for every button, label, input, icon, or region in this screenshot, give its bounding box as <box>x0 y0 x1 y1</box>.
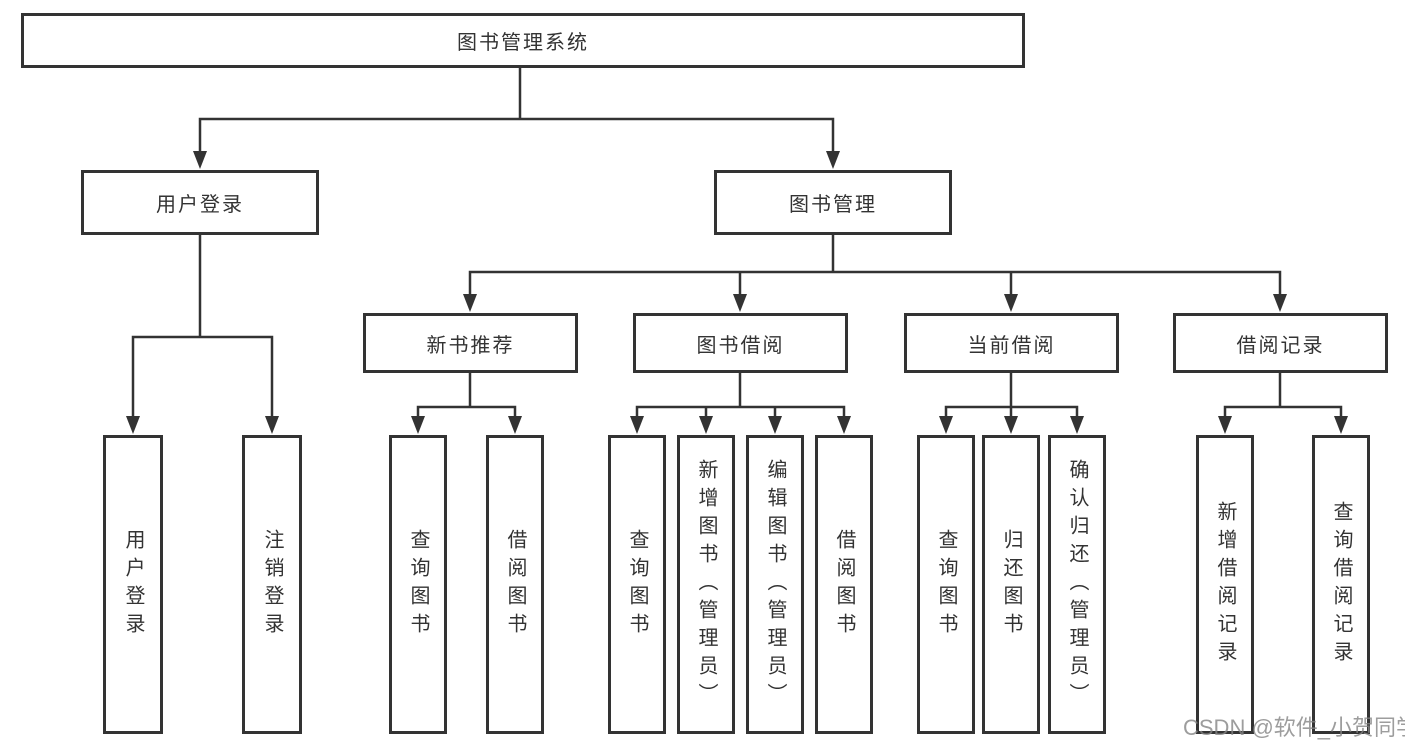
leaf-user-login: 用户登录 <box>103 435 163 734</box>
leaf-cb-return-books: 归还图书 <box>982 435 1040 734</box>
leaf-cb-query-books: 查询图书 <box>917 435 975 734</box>
node-new-book-recommendation: 新书推荐 <box>363 313 578 373</box>
leaf-br-query-record-label: 查询借阅记录 <box>1330 500 1352 669</box>
branch-current-borrowing <box>944 371 1079 419</box>
arrowheads <box>126 151 1348 434</box>
leaf-nb-borrow-books-label: 借阅图书 <box>504 528 526 641</box>
leaf-user-login-label: 用户登录 <box>122 528 144 641</box>
leaf-cb-confirm-return-admin: 确认归还（管理员） <box>1048 435 1106 734</box>
node-borrowing-records: 借阅记录 <box>1173 313 1388 373</box>
leaf-bb-query-books: 查询图书 <box>608 435 666 734</box>
branch-book-management <box>468 233 1282 297</box>
branch-new-books <box>416 371 517 419</box>
branch-user-login <box>131 233 274 419</box>
leaf-cb-return-books-label: 归还图书 <box>1000 528 1022 641</box>
node-user-login: 用户登录 <box>81 170 319 235</box>
leaf-bb-add-books-admin-label: 新增图书（管理员） <box>695 458 717 711</box>
leaf-nb-query-books-label: 查询图书 <box>407 528 429 641</box>
leaf-br-query-record: 查询借阅记录 <box>1312 435 1370 734</box>
leaf-bb-borrow-books-label: 借阅图书 <box>833 528 855 641</box>
leaf-bb-edit-books-admin-label: 编辑图书（管理员） <box>764 458 786 711</box>
node-current-borrowing: 当前借阅 <box>904 313 1119 373</box>
branch-book-borrowing <box>635 371 846 419</box>
leaf-nb-query-books: 查询图书 <box>389 435 447 734</box>
leaf-br-add-record-label: 新增借阅记录 <box>1214 500 1236 669</box>
branch-root <box>198 66 835 154</box>
csdn-watermark: CSDN @软件_小贺同学 <box>1183 715 1405 740</box>
branch-borrow-records <box>1223 371 1343 419</box>
leaf-cb-query-books-label: 查询图书 <box>935 528 957 641</box>
node-book-borrowing: 图书借阅 <box>633 313 848 373</box>
leaf-bb-edit-books-admin: 编辑图书（管理员） <box>746 435 804 734</box>
leaf-logout: 注销登录 <box>242 435 302 734</box>
leaf-nb-borrow-books: 借阅图书 <box>486 435 544 734</box>
leaf-bb-query-books-label: 查询图书 <box>626 528 648 641</box>
node-book-management: 图书管理 <box>714 170 952 235</box>
node-library-management-system: 图书管理系统 <box>21 13 1025 68</box>
leaf-logout-label: 注销登录 <box>261 528 283 641</box>
leaf-cb-confirm-return-admin-label: 确认归还（管理员） <box>1066 458 1088 711</box>
leaf-bb-borrow-books: 借阅图书 <box>815 435 873 734</box>
leaf-br-add-record: 新增借阅记录 <box>1196 435 1254 734</box>
leaf-bb-add-books-admin: 新增图书（管理员） <box>677 435 735 734</box>
